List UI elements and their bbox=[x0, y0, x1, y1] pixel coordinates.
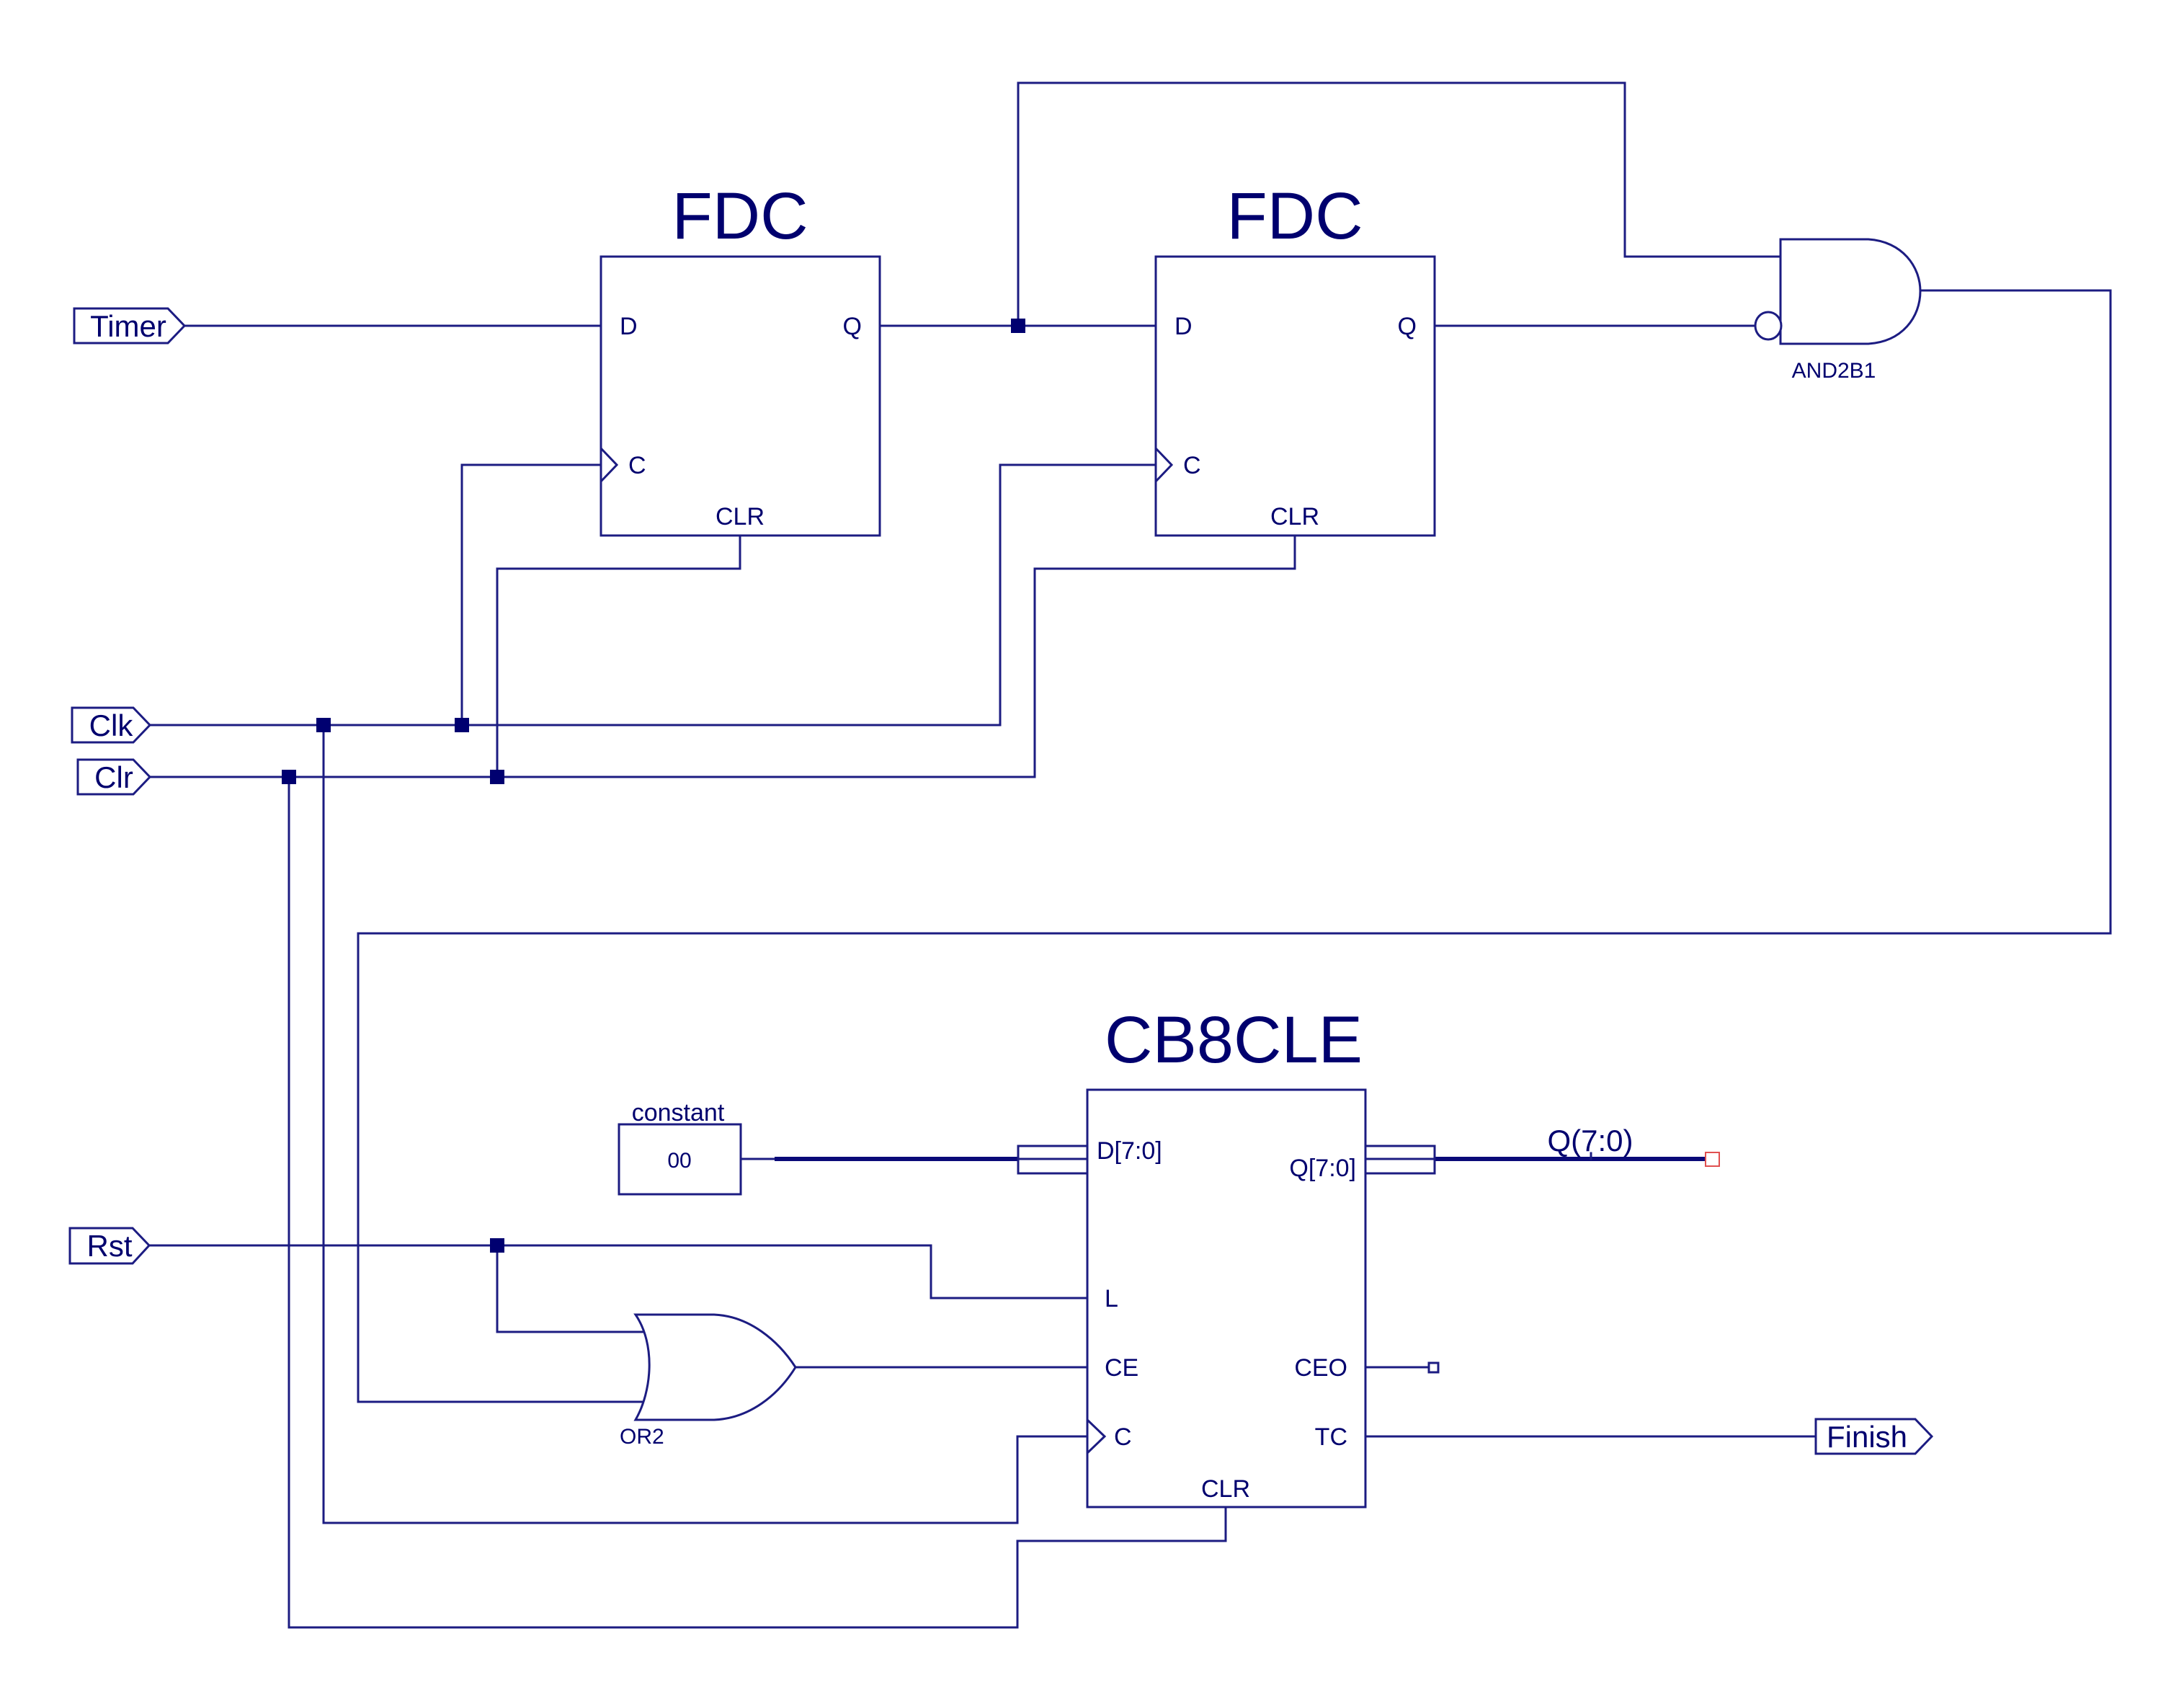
fdc1-pin-q: Q bbox=[843, 313, 862, 340]
cb8cle-body[interactable] bbox=[1086, 1088, 1367, 1508]
cb8cle-pin-ceo: CEO bbox=[1294, 1354, 1347, 1382]
fdc2-pin-q: Q bbox=[1398, 313, 1417, 340]
fdc1-body[interactable] bbox=[600, 255, 881, 537]
cb8cle-pin-d: D[7:0] bbox=[1097, 1137, 1162, 1165]
port-shape-timer[interactable] bbox=[73, 307, 187, 345]
or-gate-label: OR2 bbox=[620, 1425, 664, 1449]
wire-clk-fdc1 bbox=[460, 463, 602, 726]
cb8cle-pin-clr: CLR bbox=[1201, 1475, 1250, 1503]
port-label-timer: Timer bbox=[90, 309, 166, 343]
net-label-q-bus: Q(7:0) bbox=[1547, 1124, 1633, 1157]
junctions bbox=[282, 319, 1025, 1253]
unconnected-terminal-ceo[interactable] bbox=[1427, 1361, 1440, 1374]
constant-label: constant bbox=[632, 1099, 725, 1127]
junction-dot bbox=[455, 718, 469, 732]
wire-and-out-feedback bbox=[357, 289, 2112, 1403]
port-label-finish: Finish bbox=[1827, 1420, 1907, 1454]
cb8cle-pin-q: Q[7:0] bbox=[1289, 1155, 1356, 1182]
and-gate-inversion-bubble bbox=[1754, 311, 1783, 341]
wire-clk-counter bbox=[322, 724, 1089, 1524]
fdc2-symbol[interactable]: FDC D Q C CLR bbox=[1154, 179, 1436, 537]
cb8cle-pin-ce: CE bbox=[1105, 1354, 1138, 1382]
or2-gate[interactable]: OR2 bbox=[620, 1313, 797, 1449]
io-port-clk[interactable]: Clk bbox=[71, 706, 152, 744]
fdc1-pin-clr: CLR bbox=[716, 503, 765, 530]
constant-value: 00 bbox=[667, 1149, 691, 1173]
wire-rst-or bbox=[496, 1244, 656, 1333]
port-label-clr: Clr bbox=[94, 760, 133, 794]
or-gate-body[interactable] bbox=[633, 1313, 797, 1421]
wire-rst bbox=[148, 1244, 1089, 1299]
fdc2-title: FDC bbox=[1226, 179, 1363, 253]
junction-dot bbox=[316, 718, 331, 732]
fdc1-symbol[interactable]: FDC D Q C CLR bbox=[600, 179, 881, 537]
fdc2-clock-triangle bbox=[1154, 447, 1174, 483]
io-port-finish[interactable]: Finish bbox=[1814, 1418, 1934, 1455]
cb8cle-clock-triangle bbox=[1086, 1418, 1107, 1454]
cb8cle-title: CB8CLE bbox=[1105, 1003, 1363, 1077]
io-port-clr[interactable]: Clr bbox=[76, 758, 152, 796]
cb8cle-counter[interactable]: CB8CLE D[7:0] Q[7:0] L CE CEO C TC CLR bbox=[1017, 1003, 1436, 1508]
cb8cle-pin-c: C bbox=[1114, 1423, 1132, 1451]
fdc1-clock-triangle bbox=[600, 447, 619, 483]
cb8cle-pin-tc: TC bbox=[1315, 1423, 1347, 1451]
cb8cle-pin-l: L bbox=[1105, 1285, 1118, 1312]
junction-dot bbox=[490, 1238, 504, 1253]
fdc2-pin-clr: CLR bbox=[1270, 503, 1319, 530]
constant-block[interactable]: constant 00 bbox=[618, 1099, 742, 1196]
io-port-rst[interactable]: Rst bbox=[68, 1227, 151, 1265]
port-shape-rst[interactable] bbox=[68, 1227, 151, 1265]
io-port-timer[interactable]: Timer bbox=[73, 307, 187, 345]
port-label-rst: Rst bbox=[87, 1229, 133, 1263]
junction-dot bbox=[1011, 319, 1025, 333]
junction-dot bbox=[282, 770, 296, 784]
port-shape-finish[interactable] bbox=[1814, 1418, 1934, 1455]
and-gate-body[interactable] bbox=[1779, 238, 1922, 345]
wire-clr-counter bbox=[288, 776, 1227, 1629]
wire-clk bbox=[148, 463, 1157, 726]
fdc1-pin-c: C bbox=[628, 452, 646, 479]
fdc2-pin-d: D bbox=[1175, 313, 1193, 340]
wire-clr bbox=[148, 534, 1296, 778]
junction-dot bbox=[490, 770, 504, 784]
and2b1-gate[interactable]: AND2B1 bbox=[1754, 238, 1922, 383]
port-shape-clk[interactable] bbox=[71, 706, 152, 744]
fdc2-pin-c: C bbox=[1183, 452, 1201, 479]
fdc1-pin-d: D bbox=[620, 313, 638, 340]
port-shape-clr[interactable] bbox=[76, 758, 152, 796]
wire-clr-fdc1 bbox=[496, 534, 741, 778]
wires bbox=[148, 81, 2112, 1629]
wire-fdc1-q-to-and bbox=[1017, 81, 1782, 327]
unconnected-terminal-q[interactable] bbox=[1705, 1152, 1720, 1167]
port-label-clk: Clk bbox=[89, 708, 134, 742]
constant-body[interactable] bbox=[618, 1123, 742, 1196]
fdc2-body[interactable] bbox=[1154, 255, 1436, 537]
fdc1-title: FDC bbox=[672, 179, 808, 253]
and-gate-label: AND2B1 bbox=[1792, 359, 1876, 383]
